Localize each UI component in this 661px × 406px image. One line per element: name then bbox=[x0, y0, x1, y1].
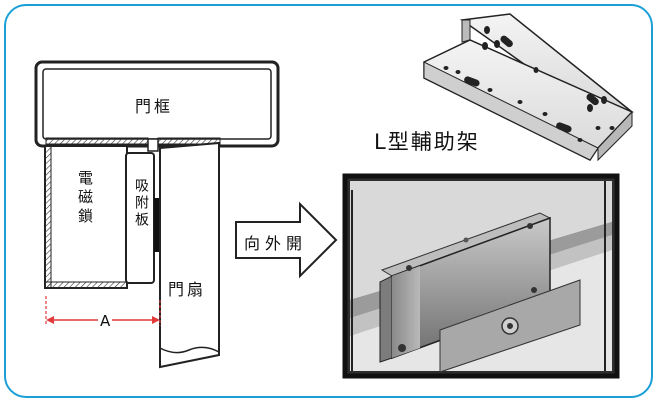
armature-plate-label: 吸附板 bbox=[133, 178, 149, 229]
door-leaf bbox=[159, 141, 220, 369]
installed-lock-photo bbox=[342, 173, 620, 379]
door-frame-label: 門框 bbox=[135, 97, 174, 116]
dimension-a-label: A bbox=[98, 312, 113, 330]
opens-outward-label: 向外開 bbox=[244, 234, 308, 253]
bracket-title: L型輔助架 bbox=[374, 130, 480, 154]
magnetic-lock bbox=[44, 145, 128, 289]
outward-arrow bbox=[235, 201, 338, 279]
door-leaf-label: 門扇 bbox=[168, 280, 207, 299]
door-frame bbox=[34, 60, 280, 152]
magnetic-lock-label: 電磁鎖 bbox=[76, 170, 94, 227]
l-bracket-illustration bbox=[423, 13, 634, 162]
armature-plate bbox=[125, 152, 162, 284]
